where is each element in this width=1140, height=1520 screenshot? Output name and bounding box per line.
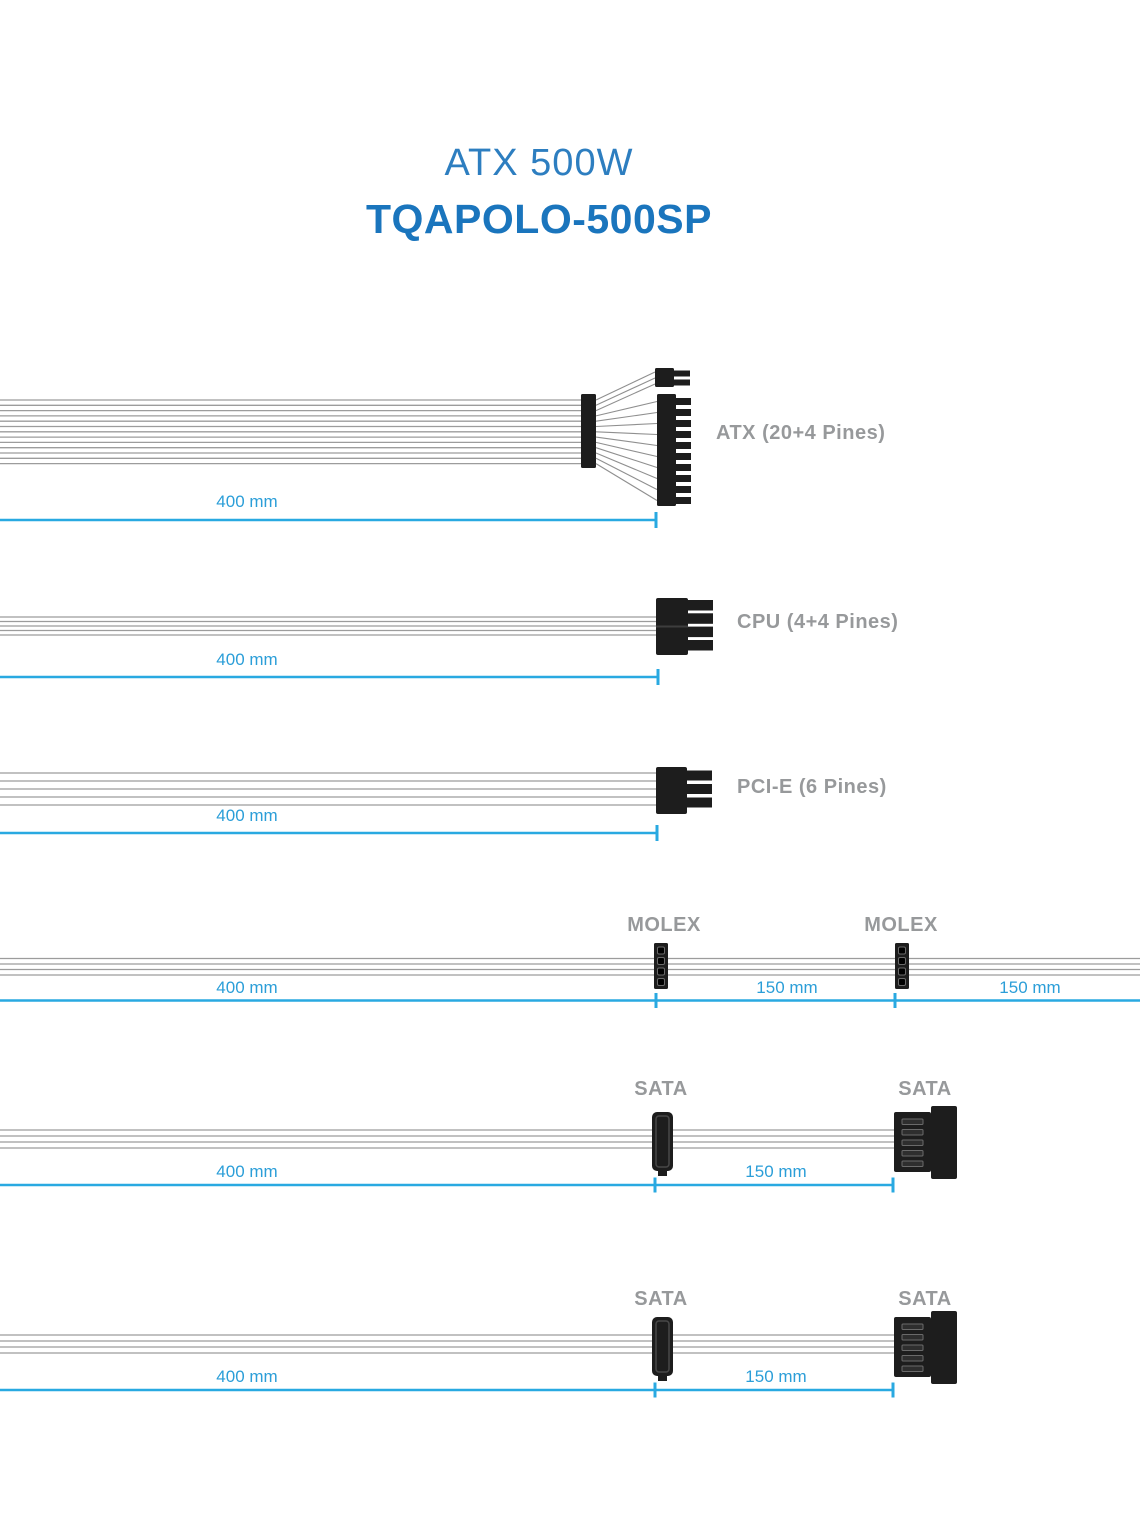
- connector-label-sata: SATA: [634, 1288, 688, 1310]
- sata-wire-bundle: [0, 1334, 900, 1354]
- atx-connector-20pin: [657, 394, 691, 506]
- dimension-line-segments: [0, 1177, 895, 1193]
- dimension-label: 400 mm: [216, 1162, 278, 1181]
- dimension-line-segments: [0, 1382, 895, 1398]
- dimension-label: 400 mm: [216, 650, 278, 669]
- dimension-label: 400 mm: [216, 492, 278, 511]
- sata-connector-end: [894, 1311, 957, 1384]
- pcie-wire-bundle: [0, 772, 660, 806]
- molex-connector: [654, 943, 668, 989]
- dimension-label: 150 mm: [756, 978, 818, 997]
- dimension-line-400: [0, 512, 658, 528]
- dimension-label: 150 mm: [999, 978, 1061, 997]
- atx-connector-4pin: [655, 368, 690, 387]
- dimension-label: 150 mm: [745, 1162, 807, 1181]
- pcie-cable-graphic: [0, 767, 712, 841]
- connector-label-pcie: PCI-E (6 Pines): [737, 776, 887, 798]
- cable-tie: [581, 394, 596, 468]
- molex-cable-graphic: [0, 943, 1140, 1008]
- pcie-connector: [656, 767, 712, 814]
- atx-wire-bundle: [0, 399, 583, 465]
- sata-cable-graphic: [0, 1106, 957, 1193]
- model-title: TQAPOLO-500SP: [366, 196, 712, 242]
- atx-fanout-wires: [595, 371, 658, 501]
- sata-cable-graphic: [0, 1311, 957, 1398]
- sata-connector-passthrough: [652, 1112, 673, 1176]
- molex-connector: [895, 943, 909, 989]
- dimension-line-400: [0, 669, 660, 685]
- connector-label-sata: SATA: [634, 1078, 688, 1100]
- dimension-line-400: [0, 825, 659, 841]
- sata-connector-passthrough: [652, 1317, 673, 1381]
- dimension-label: 400 mm: [216, 1367, 278, 1386]
- cpu-connector: [656, 598, 713, 655]
- dimension-label: 400 mm: [216, 806, 278, 825]
- sata-wire-bundle: [0, 1129, 900, 1149]
- dimension-label: 150 mm: [745, 1367, 807, 1386]
- atx-cable-graphic: [0, 368, 691, 528]
- connector-label-cpu: CPU (4+4 Pines): [737, 611, 899, 633]
- cpu-cable-graphic: [0, 598, 713, 685]
- connector-label-atx: ATX (20+4 Pines): [716, 422, 886, 444]
- dimension-line-segments: [0, 993, 1140, 1008]
- page-title: ATX 500W: [444, 142, 634, 184]
- sata-connector-end: [894, 1106, 957, 1179]
- molex-wire-bundle: [0, 957, 1140, 976]
- connector-label-sata: SATA: [898, 1078, 952, 1100]
- dimension-label: 400 mm: [216, 978, 278, 997]
- connector-label-molex: MOLEX: [627, 914, 701, 936]
- connector-label-molex: MOLEX: [864, 914, 938, 936]
- connector-label-sata: SATA: [898, 1288, 952, 1310]
- cpu-wire-bundle: [0, 616, 660, 636]
